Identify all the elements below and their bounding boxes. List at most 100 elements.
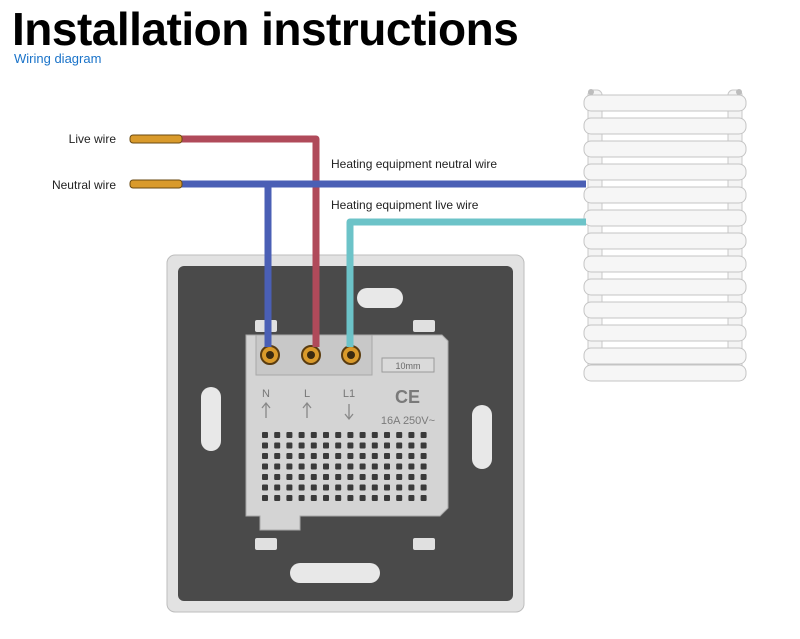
vent-hole: [371, 484, 378, 491]
ce-mark: CE: [395, 387, 420, 407]
vent-hole: [323, 484, 329, 491]
vent-hole: [274, 432, 281, 438]
vent-hole: [420, 432, 427, 438]
wires: [129, 134, 586, 347]
vent-hole: [420, 442, 427, 449]
vent-hole: [262, 484, 268, 491]
vent-hole: [310, 495, 317, 501]
vent-hole: [359, 484, 366, 491]
vent-hole: [420, 484, 427, 491]
vent-hole: [396, 463, 403, 470]
heating-neutral-label: Heating equipment neutral wire: [331, 157, 497, 171]
vent-hole: [347, 442, 354, 449]
vent-hole: [396, 432, 403, 438]
vent-hole: [286, 442, 293, 449]
vent-hole: [408, 474, 415, 480]
vent-hole: [298, 474, 305, 480]
vent-hole: [262, 495, 268, 501]
vent-hole: [359, 432, 366, 438]
vent-hole: [335, 484, 342, 491]
vent-hole: [274, 484, 281, 491]
vent-hole: [371, 495, 378, 501]
vent-hole: [384, 484, 390, 491]
vent-hole: [384, 463, 390, 470]
vent-hole: [262, 463, 268, 470]
radiator-illustration: [583, 89, 747, 382]
vent-hole: [359, 442, 366, 449]
vent-hole: [274, 442, 281, 449]
live-wire: [180, 135, 320, 347]
vent-hole: [298, 463, 305, 470]
terminal-l: [301, 345, 321, 365]
vent-hole: [371, 442, 378, 449]
vent-hole: [359, 474, 366, 480]
vent-hole: [286, 453, 293, 459]
vent-hole: [323, 453, 329, 459]
vent-hole: [262, 442, 268, 449]
vent-hole: [274, 463, 281, 470]
vent-hole: [310, 484, 317, 491]
vent-hole: [286, 474, 293, 480]
vent-hole: [298, 453, 305, 459]
page-subtitle: Wiring diagram: [14, 51, 102, 66]
vent-hole: [371, 463, 378, 470]
vent-hole: [286, 495, 293, 501]
vent-hole: [262, 474, 268, 480]
terminal-n: [260, 345, 280, 365]
vent-hole: [310, 442, 317, 449]
vent-hole: [286, 463, 293, 470]
vent-hole: [384, 432, 390, 438]
vent-hole: [298, 484, 305, 491]
vent-hole: [347, 474, 354, 480]
vent-hole: [371, 432, 378, 438]
vent-hole: [323, 463, 329, 470]
vent-hole: [347, 495, 354, 501]
strip-length-label: 10mm: [395, 361, 420, 371]
vent-hole: [335, 442, 342, 449]
vent-hole: [408, 495, 415, 501]
vent-hole: [274, 453, 281, 459]
vent-hole: [384, 442, 390, 449]
vent-hole: [408, 442, 415, 449]
vent-hole: [335, 432, 342, 438]
vent-hole: [323, 432, 329, 438]
vent-hole: [396, 495, 403, 501]
vent-hole: [396, 474, 403, 480]
vent-hole: [335, 495, 342, 501]
vent-hole: [371, 453, 378, 459]
live-wire-label: Live wire: [69, 132, 117, 146]
vent-hole: [347, 463, 354, 470]
vent-hole: [323, 442, 329, 449]
vent-hole: [420, 463, 427, 470]
vent-hole: [262, 432, 268, 438]
vent-hole: [396, 442, 403, 449]
vent-hole: [347, 432, 354, 438]
vent-hole: [359, 495, 366, 501]
vent-hole: [323, 474, 329, 480]
thermostat-module: 10mm N L L1 CE 16A 250V~: [245, 334, 449, 531]
vent-hole: [298, 442, 305, 449]
rating-label: 16A 250V~: [381, 415, 435, 427]
vent-hole: [408, 484, 415, 491]
vent-hole: [396, 484, 403, 491]
vent-hole: [347, 453, 354, 459]
vent-hole: [335, 474, 342, 480]
vent-hole: [359, 453, 366, 459]
vent-hole: [286, 484, 293, 491]
vent-hole: [286, 432, 293, 438]
vent-hole: [420, 453, 427, 459]
heating-live-wire: [346, 218, 586, 347]
vent-hole: [274, 495, 281, 501]
neutral-wire-label: Neutral wire: [52, 178, 116, 192]
vent-hole: [335, 453, 342, 459]
terminal-label-n: N: [262, 388, 270, 400]
vent-hole: [310, 474, 317, 480]
vent-hole: [323, 495, 329, 501]
page-title: Installation instructions: [12, 3, 519, 55]
vent-hole: [384, 474, 390, 480]
vent-hole: [420, 495, 427, 501]
vent-hole: [262, 453, 268, 459]
vent-hole: [408, 463, 415, 470]
vent-hole: [298, 432, 305, 438]
